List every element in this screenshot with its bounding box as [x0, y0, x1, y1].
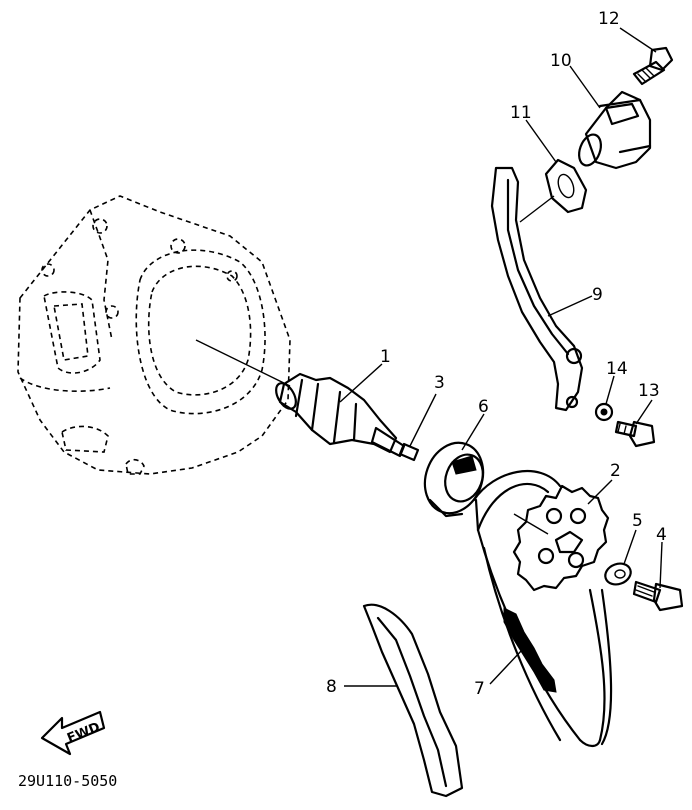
dowel-pin: [398, 442, 420, 462]
callout-12: 12: [598, 9, 620, 29]
callout-14: 14: [606, 359, 628, 379]
cylinder-head: [17, 195, 291, 475]
callout-10: 10: [550, 51, 572, 71]
guide-bolt: [614, 420, 656, 448]
callout-2: 2: [610, 461, 621, 481]
fwd-arrow-icon: FWD: [40, 710, 106, 756]
tensioner-gasket: [544, 158, 588, 214]
diagram-code: 29U110-5050: [18, 772, 117, 790]
camshaft: [275, 372, 406, 458]
callout-5: 5: [632, 511, 643, 531]
sprocket-bolt: [632, 580, 684, 612]
chain-guide-exhaust: [362, 603, 464, 798]
callout-3: 3: [434, 373, 445, 393]
callout-6: 6: [478, 397, 489, 417]
chain-tensioner: [578, 90, 652, 170]
chain-guide-intake: [490, 166, 584, 412]
tensioner-bolt: [632, 46, 674, 86]
callout-9: 9: [592, 285, 603, 305]
callout-7: 7: [474, 679, 485, 699]
callout-8: 8: [326, 677, 337, 697]
callout-11: 11: [510, 103, 532, 123]
cam-chain: [472, 470, 613, 748]
callout-13: 13: [638, 381, 660, 401]
callout-1: 1: [380, 347, 391, 367]
decompressor-cam: [423, 441, 485, 518]
callout-4: 4: [656, 525, 667, 545]
washer: [604, 562, 632, 586]
cam-sprocket: [512, 484, 610, 592]
guide-washer: [594, 402, 614, 422]
